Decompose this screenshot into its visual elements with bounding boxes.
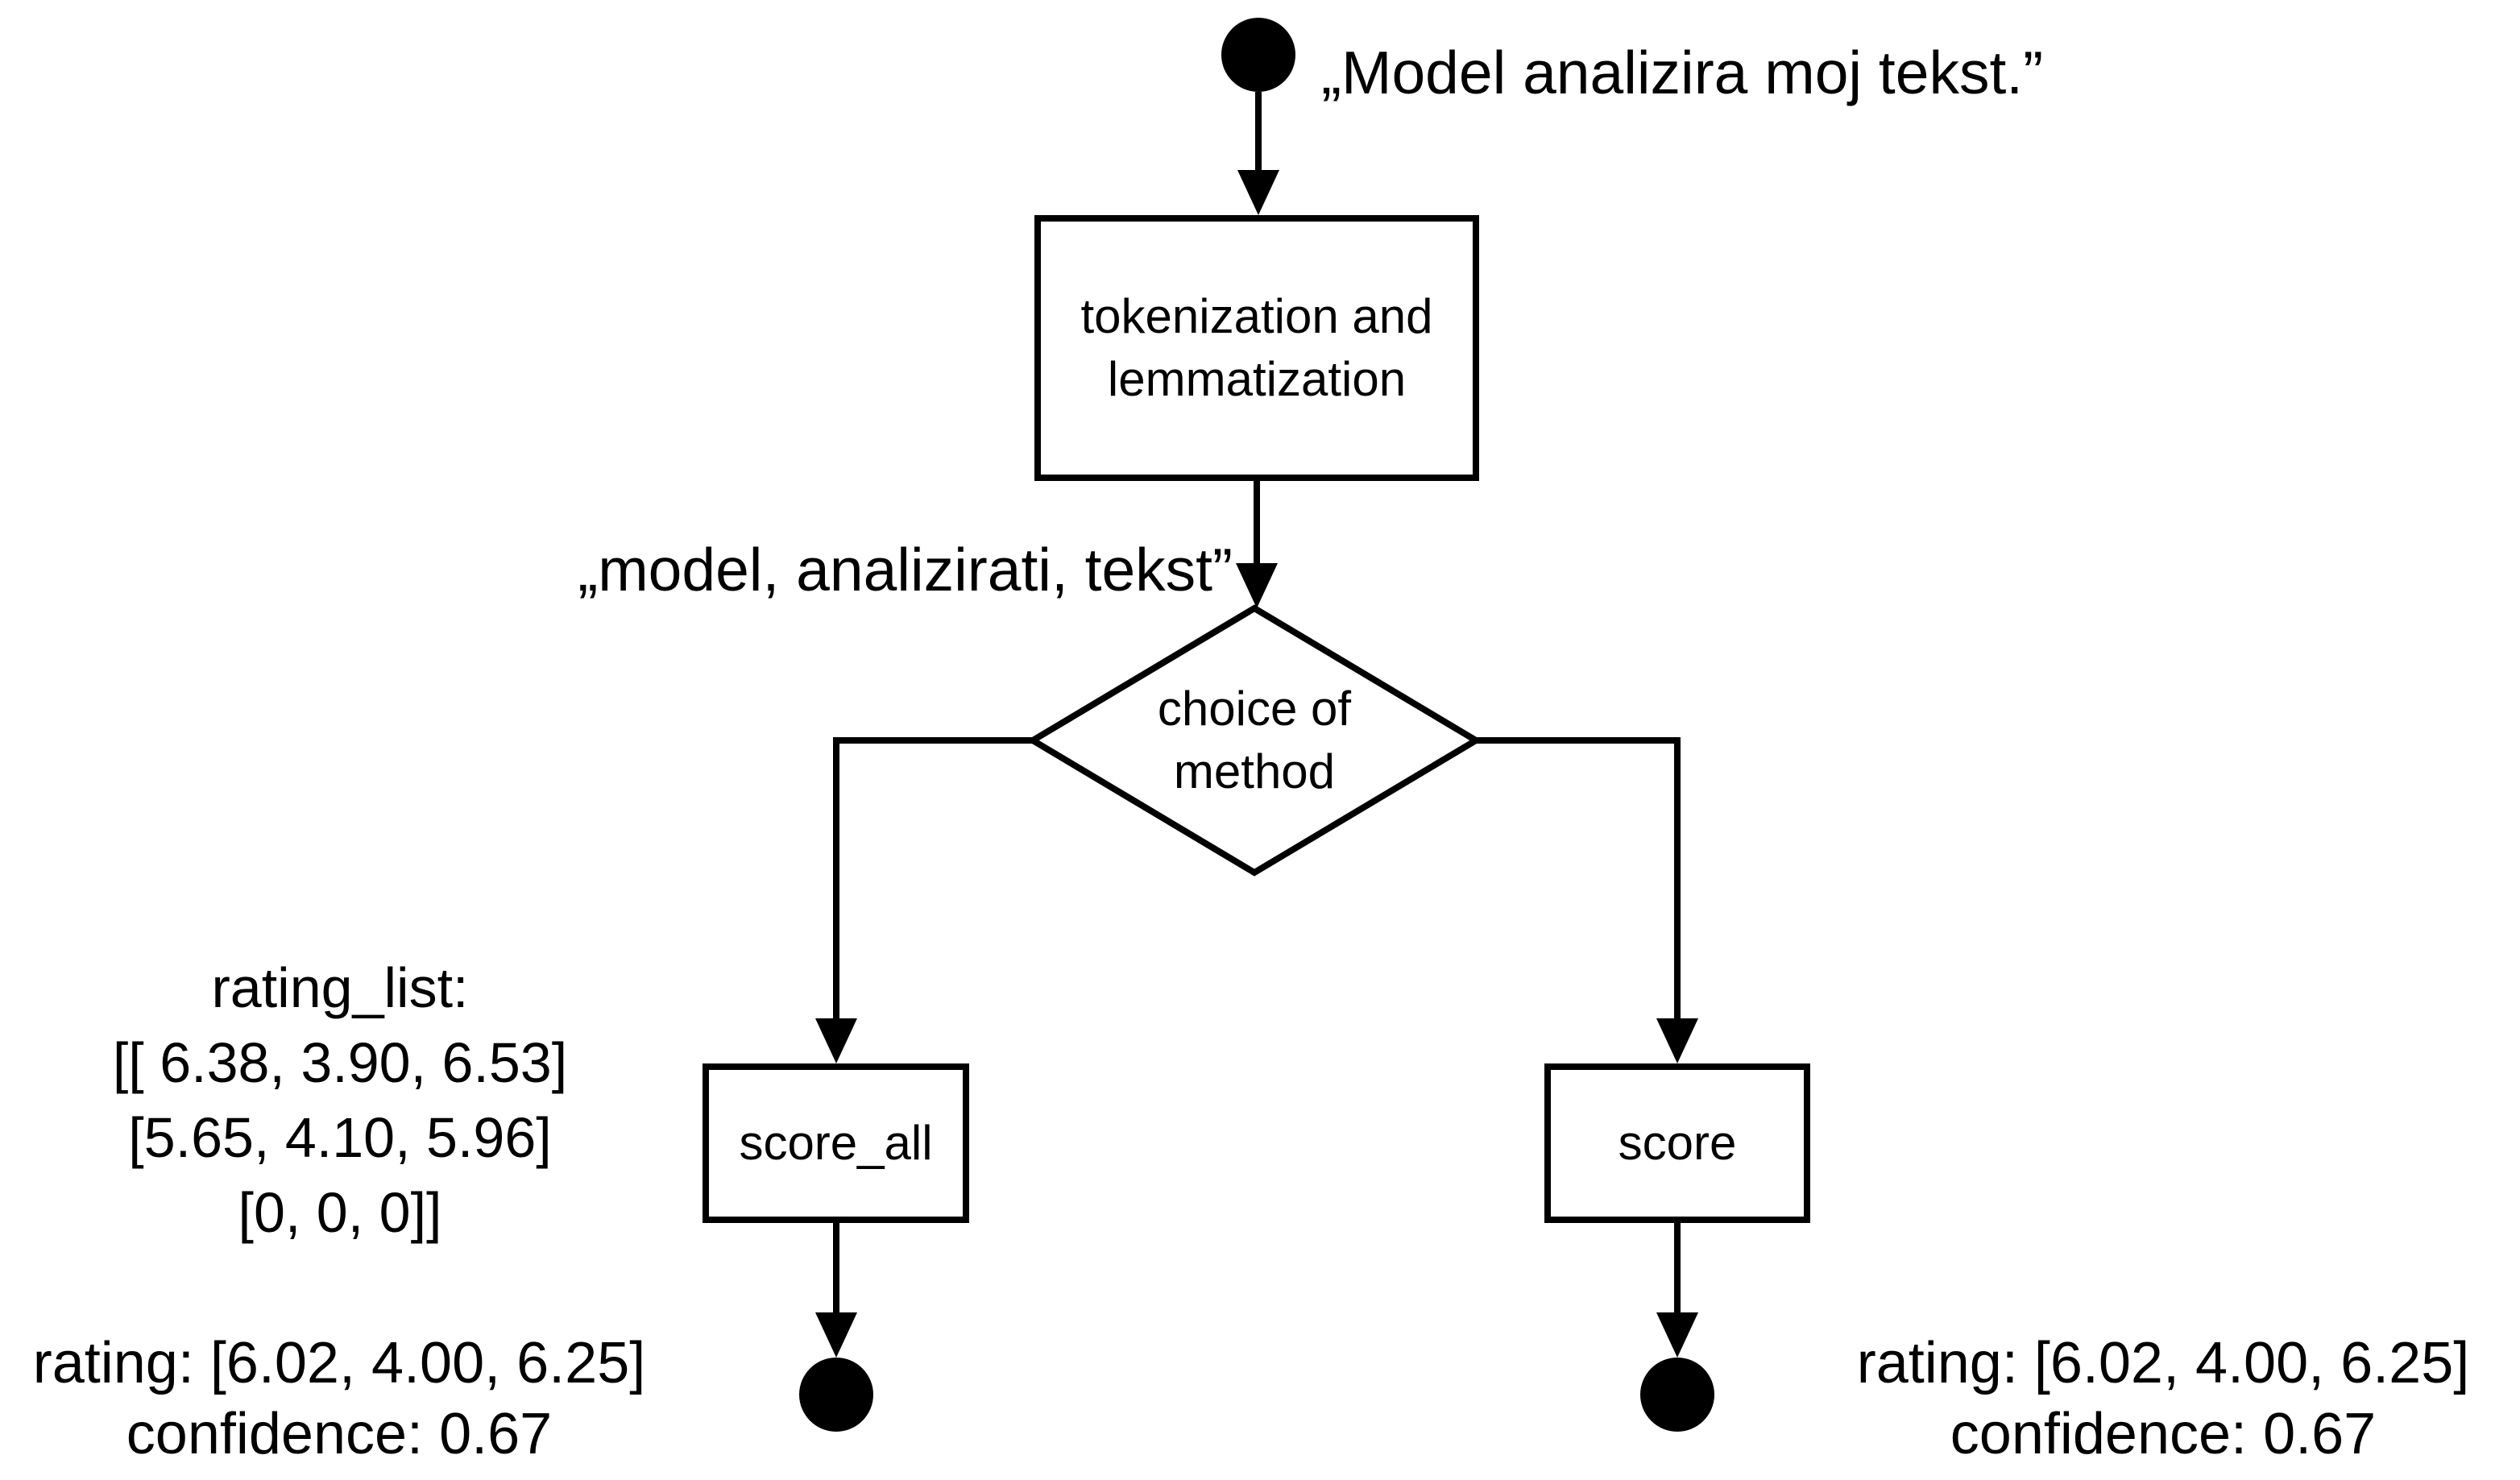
arrowhead-icon: [815, 1312, 857, 1358]
arrowhead-icon: [815, 1018, 857, 1063]
result-right-rating: rating: [6.02, 4.00, 6.25]: [1856, 1331, 2470, 1395]
node-tokenization: tokenization and lemmatization: [1034, 215, 1479, 481]
node-tokenization-label: tokenization and lemmatization: [1080, 289, 1433, 406]
rating-list-title: rating_list:: [211, 956, 469, 1019]
node-score: score: [1544, 1063, 1810, 1223]
lemmatized-annotation: „model, analizirati, tekst”: [578, 536, 1233, 603]
end-node-right-icon: [1640, 1358, 1714, 1432]
end-node-left-icon: [799, 1358, 873, 1432]
result-left-confidence: confidence: 0.67: [126, 1402, 553, 1466]
node-score-label: score: [1618, 1116, 1737, 1170]
start-node-icon: [1221, 18, 1295, 92]
result-left-annotation: rating: [6.02, 4.00, 6.25] confidence: 0…: [13, 1328, 665, 1470]
arrowhead-icon: [1656, 1312, 1698, 1358]
arrowhead-icon: [1237, 170, 1279, 215]
edge-choice-to-score: [1476, 737, 1681, 1020]
rating-list-row: [5.65, 4.10, 5.96]: [128, 1106, 552, 1169]
node-choice-label: choice of method: [1157, 682, 1352, 798]
arrowhead-icon: [1236, 563, 1278, 608]
input-sentence-annotation: „Model analizira moj tekst.”: [1321, 39, 2044, 106]
result-right-confidence: confidence: 0.67: [1950, 1402, 2377, 1466]
edge-choice-to-score-all: [833, 737, 1033, 1020]
rating-list-row: [0, 0, 0]]: [238, 1181, 442, 1244]
result-right-annotation: rating: [6.02, 4.00, 6.25] confidence: 0…: [1837, 1328, 2489, 1470]
rating-list-row: [[ 6.38, 3.90, 6.53]: [112, 1031, 568, 1094]
node-score-all: score_all: [703, 1063, 969, 1223]
result-left-rating: rating: [6.02, 4.00, 6.25]: [32, 1331, 646, 1395]
arrowhead-icon: [1656, 1018, 1698, 1063]
node-score-all-label: score_all: [739, 1116, 933, 1170]
rating-list-annotation: rating_list: [[ 6.38, 3.90, 6.53] [5.65,…: [74, 951, 606, 1250]
